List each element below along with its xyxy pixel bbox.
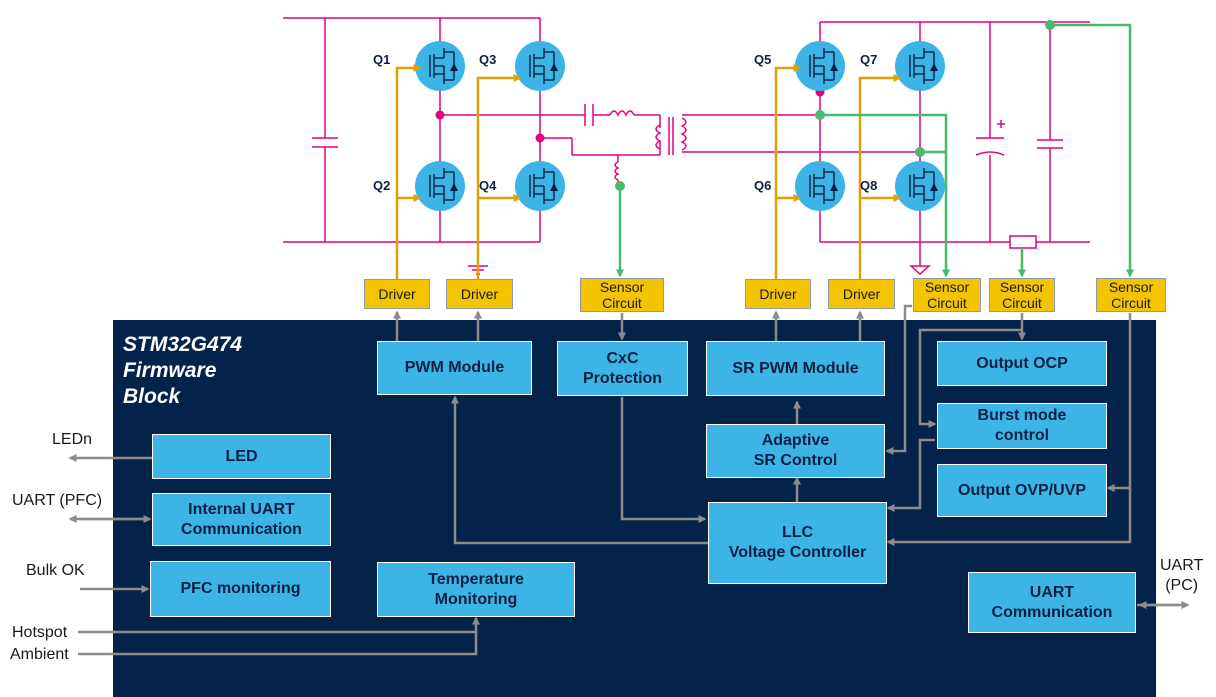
gate-drive-lines	[395, 64, 902, 282]
mosfet-q6-icon	[795, 161, 845, 211]
pwm-module: PWM Module	[377, 341, 532, 395]
signal-ambient: Ambient	[10, 646, 69, 663]
label-q2: Q2	[373, 178, 391, 193]
mosfet-q5-icon	[795, 41, 845, 91]
mosfet-q1-icon	[415, 41, 465, 91]
label-q6: Q6	[754, 178, 772, 193]
mosfet-q3-icon	[515, 41, 565, 91]
firmware-block-title: STM32G474 Firmware Block	[123, 333, 243, 408]
driver-q7-q8: Driver	[828, 279, 895, 309]
signal-uart-pfc: UART (PFC)	[12, 492, 103, 509]
firmware-arrows	[68, 304, 1190, 656]
mosfet-q8-icon	[895, 161, 945, 211]
label-q4: Q4	[479, 178, 497, 193]
led-module: LED	[152, 434, 331, 479]
driver-q1-q2: Driver	[364, 279, 430, 309]
secondary-power-wiring	[680, 21, 1090, 276]
label-q3: Q3	[479, 52, 497, 67]
label-q1: Q1	[373, 52, 391, 67]
driver-q5-q6: Driver	[745, 279, 811, 309]
output-ocp-module: Output OCP	[937, 341, 1107, 386]
mosfets	[415, 41, 945, 211]
signal-ledn: LEDn	[52, 431, 93, 448]
label-q5: Q5	[754, 52, 772, 67]
primary-power-wiring	[283, 17, 674, 275]
signal-hotspot: Hotspot	[12, 624, 68, 641]
label-q7: Q7	[860, 52, 878, 67]
mosfet-q4-icon	[515, 161, 565, 211]
label-q8: Q8	[860, 178, 878, 193]
sense-lines	[616, 23, 1134, 278]
output-ovp-uvp-module: Output OVP/UVP	[937, 464, 1107, 517]
driver-q3-q4: Driver	[446, 279, 513, 309]
mosfet-q2-icon	[415, 161, 465, 211]
sr-pwm-module: SR PWM Module	[706, 341, 885, 396]
signal-uart-pc: UART (PC)	[1160, 557, 1204, 594]
signal-bulk-ok: Bulk OK	[26, 562, 85, 579]
pfc-monitoring-module: PFC monitoring	[150, 561, 331, 617]
mosfet-q7-icon	[895, 41, 945, 91]
sense-nodes	[615, 20, 1055, 191]
